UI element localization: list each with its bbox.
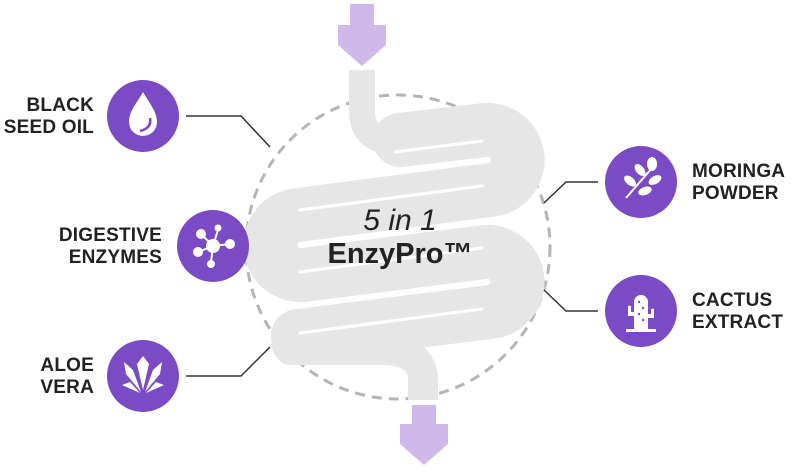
- product-title: 5 in 1 EnzyPro™: [300, 205, 500, 271]
- label-aloe-vera: ALOE VERA: [0, 355, 94, 399]
- label-line: ENZYMES: [68, 247, 162, 268]
- label-digestive-enzymes: DIGESTIVE ENZYMES: [0, 225, 162, 269]
- label-line: DIGESTIVE: [58, 225, 162, 246]
- label-line: CACTUS: [692, 290, 773, 311]
- label-line: VERA: [40, 377, 94, 398]
- label-black-seed-oil: BLACK SEED OIL: [0, 95, 94, 139]
- output-arrow-icon: [400, 405, 448, 465]
- label-line: EXTRACT: [692, 312, 784, 333]
- input-arrow-icon: [338, 4, 386, 66]
- product-subtitle: 5 in 1: [363, 204, 437, 237]
- label-line: POWDER: [692, 183, 779, 204]
- intestine-illustration: [243, 70, 545, 400]
- label-cactus-extract: CACTUS EXTRACT: [692, 290, 783, 334]
- label-line: SEED OIL: [3, 117, 94, 138]
- moringa-leaf-icon: [605, 146, 677, 218]
- label-line: ALOE: [40, 355, 94, 376]
- product-name: EnzyPro™: [327, 238, 473, 270]
- cactus-icon: [605, 275, 677, 347]
- molecule-icon: [177, 210, 249, 282]
- intestine-highlights: [298, 139, 484, 335]
- label-line: BLACK: [26, 95, 94, 116]
- aloe-plant-icon: [107, 340, 179, 412]
- label-moringa-powder: MORINGA POWDER: [692, 161, 785, 205]
- connector-lines: [186, 115, 598, 377]
- label-line: MORINGA: [692, 161, 786, 182]
- oil-drop-icon: [107, 80, 179, 152]
